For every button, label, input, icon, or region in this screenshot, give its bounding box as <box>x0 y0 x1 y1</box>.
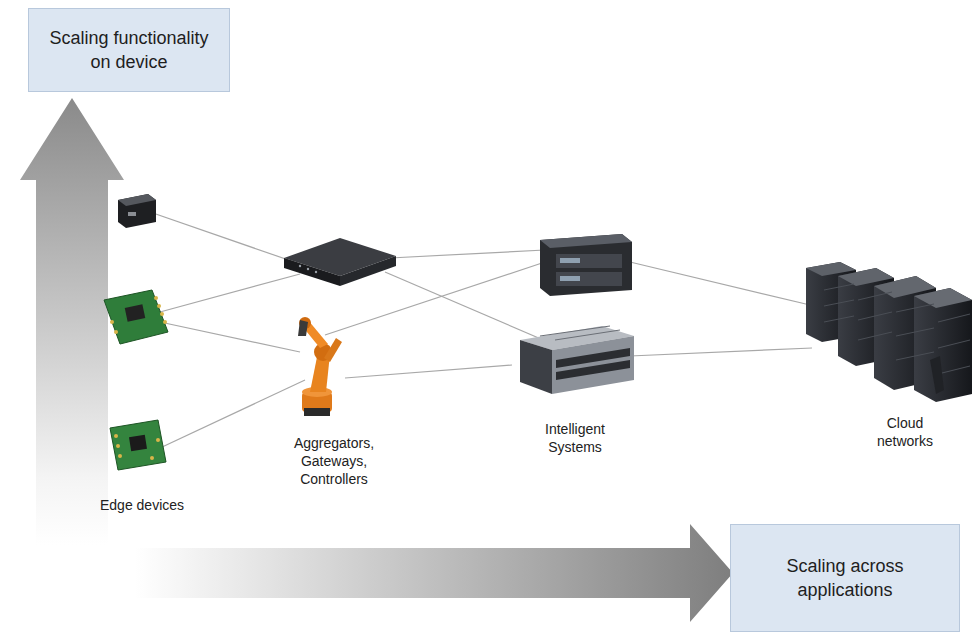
network-wires <box>150 212 812 448</box>
device-caption: Cloud networks <box>867 414 943 450</box>
cloud-server-racks <box>806 262 972 402</box>
edge-circuit-board <box>110 420 166 470</box>
horizontal-arrow <box>135 524 733 622</box>
gateway-router <box>284 238 396 286</box>
scaling-box: Scaling across applications <box>730 524 960 632</box>
robot-arm <box>298 317 342 416</box>
device-caption: Aggregators, Gateways, Controllers <box>288 434 380 489</box>
vertical-arrow <box>20 98 124 545</box>
rack-appliance <box>540 234 632 296</box>
box-text-group: Scaling functionality on device <box>39 26 219 75</box>
edge-sensor-box <box>118 194 156 228</box>
server-unit <box>520 326 634 394</box>
box-text-group: Scaling across applications <box>749 554 941 603</box>
edge-circuit-board <box>104 290 168 344</box>
device-caption: Edge devices <box>82 496 202 514</box>
box-text: Scaling across applications <box>749 554 941 603</box>
device-caption: Intelligent Systems <box>529 420 621 456</box>
box-text: Scaling functionality on device <box>39 26 219 75</box>
scaling-box: Scaling functionality on device <box>28 8 230 92</box>
